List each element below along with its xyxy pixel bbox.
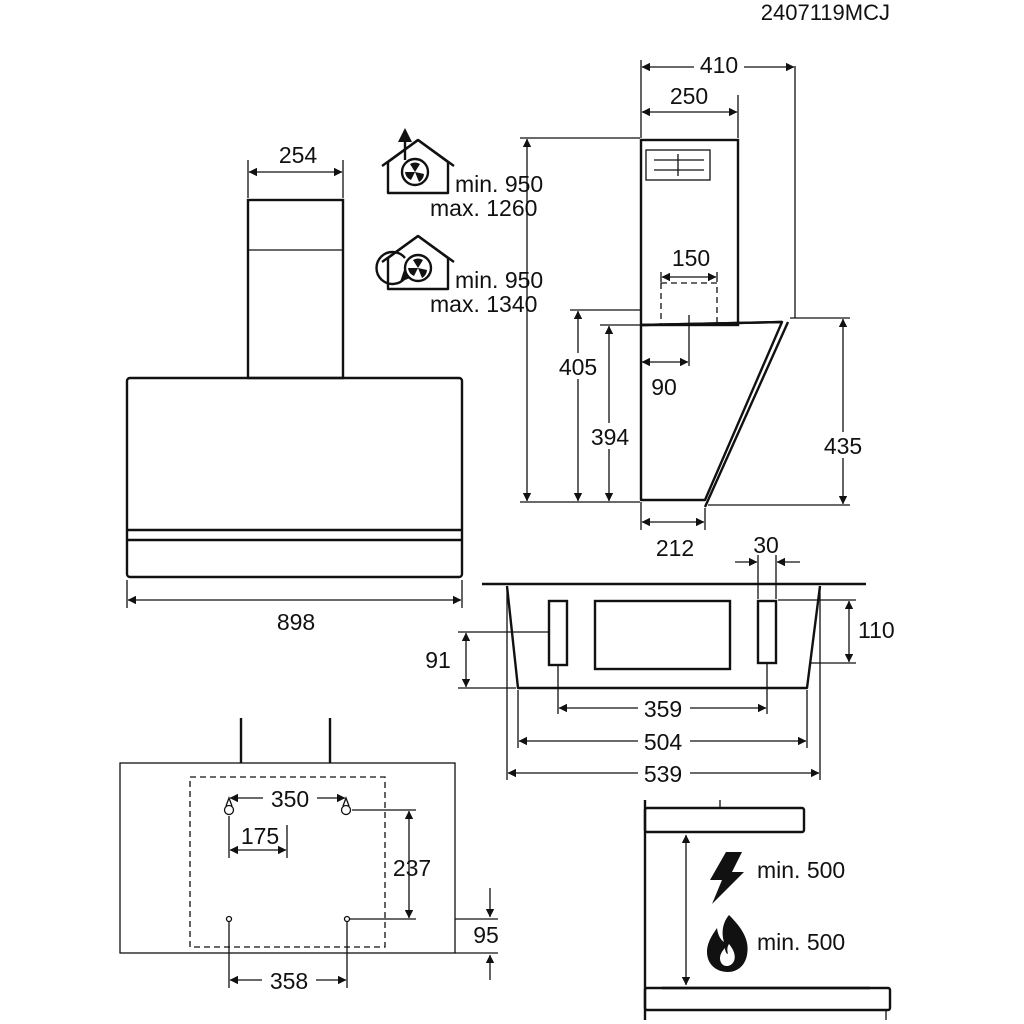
label-350: 350 (271, 786, 309, 812)
gas-clearance-label: min. 500 (757, 929, 845, 955)
dim-outlet-width: 150 (660, 245, 718, 282)
recirculation-max: max. 1340 (430, 291, 537, 317)
extraction-max: max. 1260 (430, 195, 537, 221)
label-30: 30 (753, 532, 779, 558)
front-chimney (246, 198, 345, 380)
mount-template-outline (189, 776, 386, 948)
dim-bottom-offset: 95 (455, 888, 499, 980)
dim-outer-width: 539 (506, 588, 821, 787)
dim-chimney-depth: 250 (641, 83, 739, 138)
side-vent-grille (645, 149, 711, 181)
electric-clearance-label: min. 500 (757, 857, 845, 883)
label-254: 254 (279, 142, 318, 168)
dim-half-spacing: 175 (228, 816, 288, 858)
label-504: 504 (644, 729, 683, 755)
label-150: 150 (672, 245, 710, 271)
dim-inner-width: 504 (517, 690, 808, 755)
mount-hood-outline (119, 762, 456, 954)
label-410: 410 (700, 52, 738, 78)
keyhole-right-icon (340, 796, 352, 816)
clearance-view: min. 500 min. 500 (643, 800, 892, 1020)
dim-slot-height: 110 (778, 599, 895, 664)
top-hood-outline (505, 585, 822, 690)
dim-height-435: 435 (708, 317, 869, 506)
clearance-hood (643, 806, 806, 834)
flame-icon (707, 915, 748, 972)
house-extraction-icon (381, 128, 455, 195)
label-539: 539 (644, 761, 682, 787)
dim-height-405: 405 (553, 309, 640, 502)
label-175: 175 (241, 823, 279, 849)
label-250: 250 (670, 83, 708, 109)
drawing-ref: 2407119MCJ (761, 0, 890, 25)
label-212: 212 (656, 535, 694, 561)
dim-edge-height: 91 (425, 631, 548, 689)
dim-outlet-offset: 90 (641, 315, 690, 400)
front-view: 254 898 (125, 142, 464, 635)
side-chimney (639, 138, 740, 327)
keyhole-left-icon (223, 796, 235, 816)
side-view: 410 250 150 90 (520, 50, 869, 561)
front-hood-body (125, 376, 464, 579)
dim-total-depth: 410 (641, 50, 795, 78)
dim-slot-width: 30 (735, 532, 800, 599)
label-394: 394 (591, 424, 630, 450)
dim-height-394: 394 (585, 324, 640, 502)
dim-lower-holes: 358 (228, 922, 348, 994)
label-91: 91 (425, 647, 451, 673)
top-slot-right (756, 599, 778, 665)
top-view: 30 110 91 359 504 (425, 532, 894, 787)
dim-upper-holes: 350 (229, 785, 346, 812)
dim-chimney-width: 254 (247, 142, 344, 198)
recirculation-min: min. 950 (455, 267, 543, 293)
lower-hole-left (225, 915, 233, 923)
label-435: 435 (824, 433, 862, 459)
dim-vertical-spacing: 237 (350, 809, 431, 920)
dim-slot-spacing: 359 (557, 664, 768, 722)
dim-hood-width: 898 (126, 580, 463, 635)
side-hood-body (639, 320, 784, 502)
top-filter-panel (593, 599, 732, 671)
label-90: 90 (651, 374, 677, 400)
clearance-hob (643, 986, 892, 1012)
label-358: 358 (270, 968, 308, 994)
lightning-icon (710, 852, 744, 904)
house-recirculation-icon (375, 234, 455, 291)
label-898: 898 (277, 609, 315, 635)
lower-hole-right (343, 915, 351, 923)
label-359: 359 (644, 696, 682, 722)
mounting-view: 350 175 237 95 358 (119, 718, 499, 994)
label-405: 405 (559, 354, 597, 380)
label-110: 110 (858, 617, 895, 643)
top-slot-left (547, 599, 569, 667)
dim-installation-height (520, 137, 640, 503)
extraction-min: min. 950 (455, 171, 543, 197)
label-95: 95 (473, 922, 499, 948)
dim-bottom-depth: 212 (640, 502, 706, 561)
side-glass-panel (703, 321, 790, 508)
label-237: 237 (393, 855, 431, 881)
